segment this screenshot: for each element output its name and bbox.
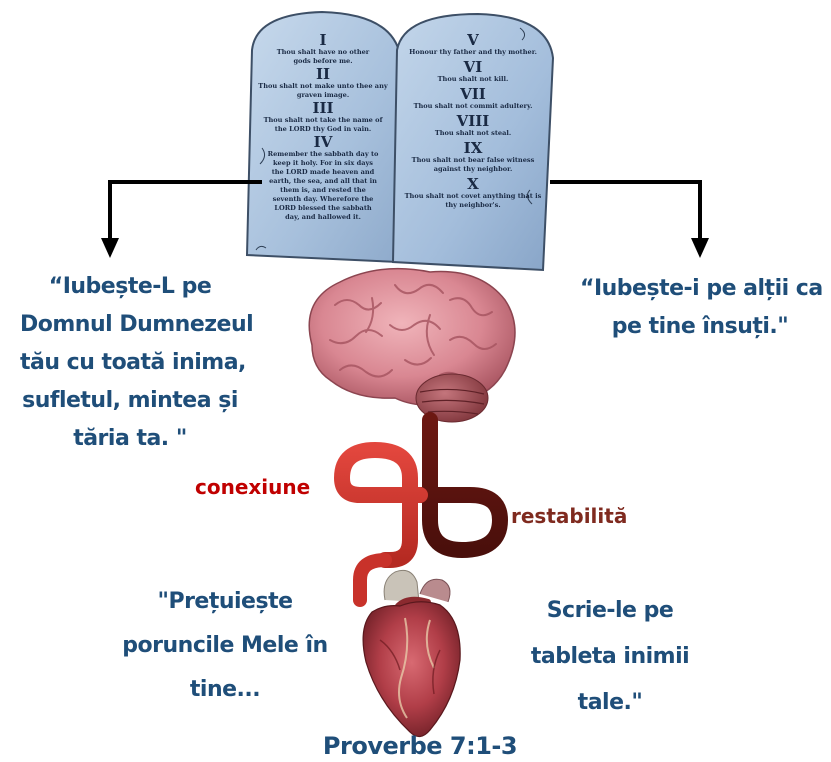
love-others-line: “Iubește-i pe alții ca [580, 276, 823, 301]
left-tablet-line: day, and hallowed it. [285, 213, 361, 221]
commandment-tablets [245, 10, 555, 272]
left-tablet-line: LORD blessed the sabbath [274, 204, 372, 212]
left-tablet-line: earth, the sea, and all that in [269, 177, 377, 185]
left-tablet-line: Thou shalt have no other [277, 48, 370, 56]
right-tablet-line: Thou shalt not commit adultery. [414, 102, 533, 110]
left-tablet-line: gods before me. [293, 57, 352, 65]
love-others-commandment: “Iubește-i pe alții ca pe tine însuți." [580, 270, 823, 346]
left-tablet-line: seventh day. Wherefore the [273, 195, 374, 203]
right-tablet-line: Thou shalt not steal. [435, 129, 511, 137]
love-god-commandment: “Iubește-L pe Domnul Dumnezeul tău cu to… [20, 268, 254, 458]
left-arrow [108, 180, 262, 240]
left-tablet-numeral: III [312, 99, 333, 117]
left-tablet-line: Remember the sabbath day to [268, 150, 379, 158]
left-tablet-line: Thou shalt not take the name of [264, 116, 384, 124]
connection-tube [333, 412, 509, 607]
scripture-reference: Proverbe 7:1-3 [322, 732, 518, 760]
right-tablet-line: Thou shalt not bear false witness [412, 156, 535, 164]
left-tablet-numeral: II [316, 65, 330, 83]
love-god-line: “Iubește-L pe [48, 274, 212, 299]
cherish-commands-quote: "Prețuiește poruncile Mele în tine... [110, 580, 340, 712]
left-tablet-line: Thou shalt not make unto thee any [258, 82, 388, 90]
right-tablet-line: against thy neighbor. [434, 165, 513, 173]
right-tablet-line: Thou shalt not covet anything that is [405, 192, 542, 200]
heart-image [362, 569, 461, 738]
left-tablet-numeral: I [319, 31, 326, 49]
love-god-line: tăria ta. " [73, 426, 187, 451]
left-tablet-line: them is, and rested the [280, 186, 366, 194]
right-tablet-line: thy neighbor's. [445, 201, 500, 209]
left-tablet-line: the LORD made heaven and [272, 168, 375, 176]
left-tablet-line: graven image. [297, 91, 349, 99]
left-tablet-numeral: IV [314, 133, 333, 151]
left-arrowhead [101, 238, 119, 258]
right-arrow [550, 180, 702, 240]
left-tablet [245, 10, 402, 264]
write-on-heart-quote: Scrie-le pe tableta inimii tale." [515, 588, 705, 726]
connection-word-left: conexiune [195, 475, 311, 499]
quote-left-line: tine... [189, 677, 261, 702]
quote-right-line: Scrie-le pe [546, 598, 674, 623]
love-god-line: sufletul, mintea și [22, 388, 238, 413]
quote-left-line: "Prețuiește [157, 589, 293, 614]
love-others-line: pe tine însuți." [611, 314, 789, 339]
left-tablet-line: the LORD thy God in vain. [275, 125, 371, 133]
right-tablet-numeral: VII [459, 85, 486, 103]
right-tablet-numeral: X [467, 175, 479, 193]
right-tablet-numeral: VIII [456, 112, 490, 130]
right-tablet-line: Thou shalt not kill. [438, 75, 509, 83]
quote-left-line: poruncile Mele în [122, 633, 328, 658]
love-god-line: tău cu toată inima, [20, 350, 246, 375]
left-tablet-line: keep it holy. For in six days [273, 159, 373, 167]
quote-right-line: tale." [577, 690, 643, 715]
right-tablet-numeral: VI [463, 58, 483, 76]
right-arrowhead [691, 238, 709, 258]
right-tablet-numeral: IX [464, 139, 483, 157]
love-god-line: Domnul Dumnezeul [20, 312, 254, 337]
brain-image [308, 267, 516, 423]
connection-word-right: restabilită [511, 504, 628, 528]
quote-right-line: tableta inimii [530, 644, 690, 669]
right-tablet-line: Honour thy father and thy mother. [409, 48, 537, 56]
right-tablet [391, 12, 555, 272]
right-tablet-numeral: V [466, 31, 479, 49]
